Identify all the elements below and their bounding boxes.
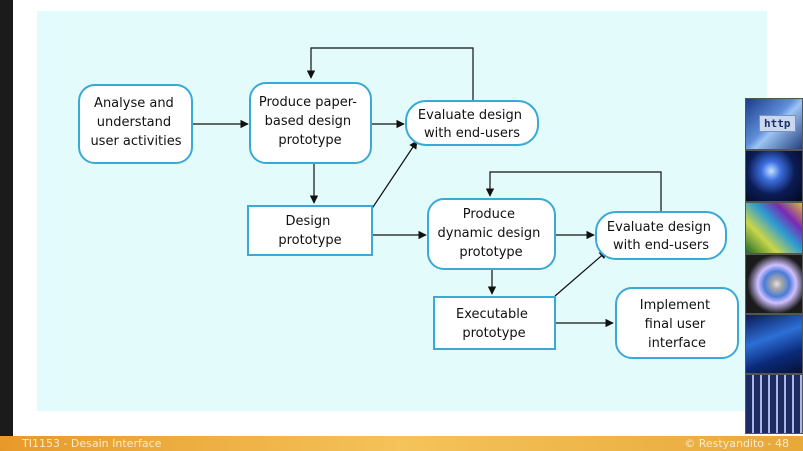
node-design-prototype: Design prototype xyxy=(247,205,373,256)
node-evaluate-design-1: Evaluate design with end-users xyxy=(405,100,539,146)
slide-footer: TI1153 - Desain Interface © Restyandito … xyxy=(0,436,803,451)
node-dynamic-prototype: Produce dynamic design prototype xyxy=(427,198,556,270)
svg-text:Executable prototype: Executable prototype xyxy=(456,307,532,341)
node-implement-interface: Implement final user interface xyxy=(615,287,739,359)
arrow-executable-to-evaluate2 xyxy=(554,250,608,297)
arrow-evaluate2-loop-to-dynamic xyxy=(485,171,662,211)
node-executable-prototype: Executable prototype xyxy=(433,296,556,350)
node-analyse: Analyse and understand user activities xyxy=(78,84,193,164)
svg-text:Produce paper- based des: Produce paper- based design prototype xyxy=(259,95,361,148)
laptop-glow-image xyxy=(745,150,803,202)
arrow-design-prototype-to-evaluate1 xyxy=(370,140,418,211)
decorative-image-strip: http xyxy=(745,98,803,434)
node-paper-prototype: Produce paper- based design prototype xyxy=(249,82,372,164)
circuit-board-image xyxy=(745,314,803,374)
node-evaluate-design-2: Evaluate design with end-users xyxy=(595,211,727,260)
arrow-evaluate1-loop-to-paper xyxy=(306,47,474,100)
svg-text:Produce dynamic design: Produce dynamic design prototype xyxy=(438,207,545,260)
svg-text:Design prototype: Design prototype xyxy=(278,214,341,248)
course-label: TI1153 - Desain Interface xyxy=(22,437,162,450)
http-label: http xyxy=(759,115,796,132)
keyboard-image xyxy=(745,374,803,434)
copyright-page-number: © Restyandito - 48 xyxy=(684,437,789,450)
colorful-cables-image xyxy=(745,202,803,254)
svg-text:Evaluate design with end: Evaluate design with end-users xyxy=(607,220,715,253)
svg-text:Implement final user: Implement final user interface xyxy=(640,298,715,351)
svg-text:Analyse and understand: Analyse and understand user activities xyxy=(90,96,181,149)
svg-text:Evaluate design with end: Evaluate design with end-users xyxy=(418,108,526,141)
browser-http-image: http xyxy=(745,98,803,150)
cd-disc-image xyxy=(745,254,803,314)
left-decor-bar xyxy=(0,0,13,436)
